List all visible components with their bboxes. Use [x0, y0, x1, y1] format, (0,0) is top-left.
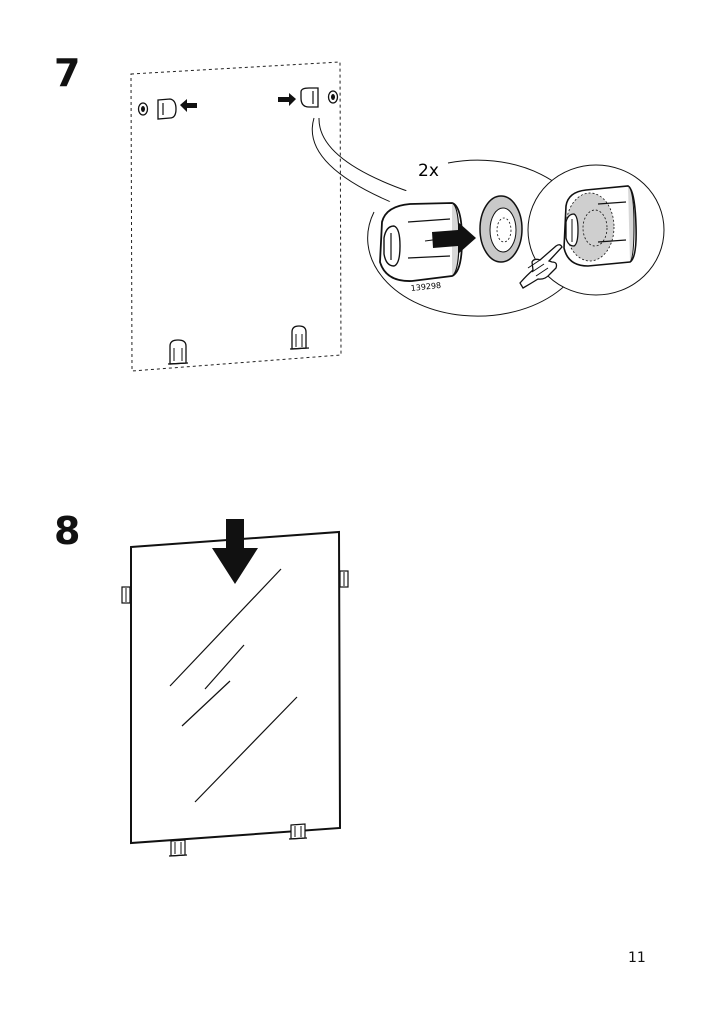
multiplier-label: 2x: [418, 161, 439, 181]
bracket-left-icon: [157, 98, 177, 120]
bottom-bracket-right-icon: [289, 325, 310, 350]
bracket-with-pad-icon: [563, 185, 637, 267]
page-number: 11: [628, 950, 646, 966]
bracket-right-side-icon: [339, 570, 349, 588]
dashed-panel-outline: [130, 61, 342, 372]
arrow-right-large-icon: [432, 222, 476, 254]
arrow-right-icon: [278, 93, 296, 106]
bottom-bracket-left-icon: [167, 339, 189, 365]
bracket-left-side-icon: [121, 586, 131, 604]
bottom-bracket-left-step8-icon: [168, 839, 188, 857]
arrow-down-large-icon: [212, 519, 258, 584]
part-number-label: 139298: [410, 281, 441, 293]
hand-press-icon: [519, 244, 563, 289]
callout-line: [311, 117, 399, 206]
step-7-number: 7: [54, 51, 81, 95]
detail-circle-2: [519, 164, 665, 296]
screw-left-icon: [137, 102, 149, 116]
bracket-right-icon: [300, 87, 319, 108]
adhesive-pad-icon: [479, 195, 523, 263]
arrow-left-icon: [180, 99, 197, 112]
callout-line: [318, 117, 411, 193]
screw-right-icon: [327, 90, 339, 104]
step-8-number: 8: [54, 509, 81, 553]
mirror-panel: [130, 530, 342, 845]
bottom-bracket-right-step8-icon: [288, 823, 308, 840]
mirror-reflection-lines: [169, 568, 298, 803]
